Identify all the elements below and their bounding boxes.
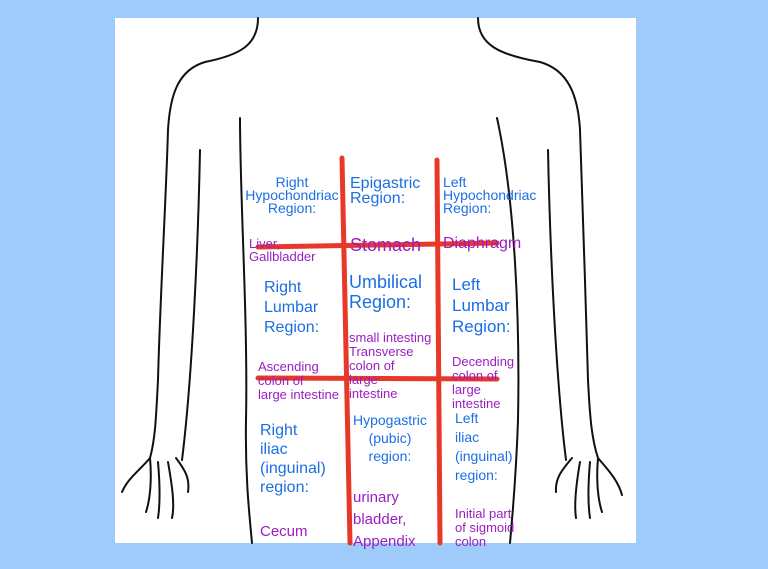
region-organs: Ascending colon of large intestine — [258, 359, 339, 402]
region-organs: Diaphragm — [443, 235, 522, 252]
region-hypogastric: Hypogastric (pubic) region: urinary blad… — [353, 395, 427, 569]
region-left-hypochondriac: Left Hypochondriac Region: Diaphragm — [443, 160, 536, 266]
region-organs: small intesting Transverse colon of larg… — [349, 330, 432, 401]
region-title: Hypogastric (pubic) region: — [353, 412, 427, 464]
region-title: Left Lumbar Region: — [452, 275, 511, 336]
right-body-side — [496, 117, 520, 544]
region-organs: urinary bladder, Appendix — [353, 489, 416, 550]
region-epigastric: Epigastric Region: Stomach — [350, 160, 421, 268]
left-torso-outline — [121, 17, 259, 519]
region-left-iliac: Left iliac (inguinal) region: Initial pa… — [455, 393, 514, 565]
right-torso-outline — [477, 17, 623, 519]
region-organs: Cecum — [260, 523, 308, 540]
region-right-iliac: Right iliac (inguinal) region: Cecum — [260, 405, 326, 555]
region-right-lumbar: Right Lumbar Region: Ascending colon of … — [258, 262, 339, 418]
region-title: Left iliac (inguinal) region: — [455, 410, 513, 483]
region-title: Epigastric Region: — [350, 175, 421, 207]
grid-line-vertical-left — [339, 155, 353, 546]
region-umbilical: Umbilical Region: small intesting Transv… — [349, 256, 431, 417]
region-left-lumbar: Left Lumbar Region: Decending colon of l… — [452, 258, 514, 427]
region-organs: Liver, Gallbladder — [249, 236, 316, 264]
region-title: Right Hypochondriac Region: — [245, 174, 339, 216]
grid-line-horizontal-lower — [255, 375, 500, 382]
region-organs: Decending colon of large intestine — [452, 354, 515, 411]
region-grid — [255, 155, 500, 546]
region-organs: Stomach — [350, 235, 422, 255]
left-body-side — [239, 117, 253, 544]
region-title: Right iliac (inguinal) region: — [260, 422, 326, 496]
region-right-hypochondriac: Right Hypochondriac Region: Liver, Gallb… — [243, 160, 341, 279]
region-organs: Initial part of sigmoid colon — [455, 506, 515, 549]
region-title: Left Hypochondriac Region: — [443, 174, 537, 216]
grid-line-vertical-right — [434, 157, 443, 546]
region-title: Umbilical Region: — [349, 272, 423, 312]
grid-line-horizontal-upper — [255, 240, 500, 250]
region-title: Right Lumbar Region: — [264, 279, 320, 336]
drawing-canvas — [115, 18, 636, 543]
